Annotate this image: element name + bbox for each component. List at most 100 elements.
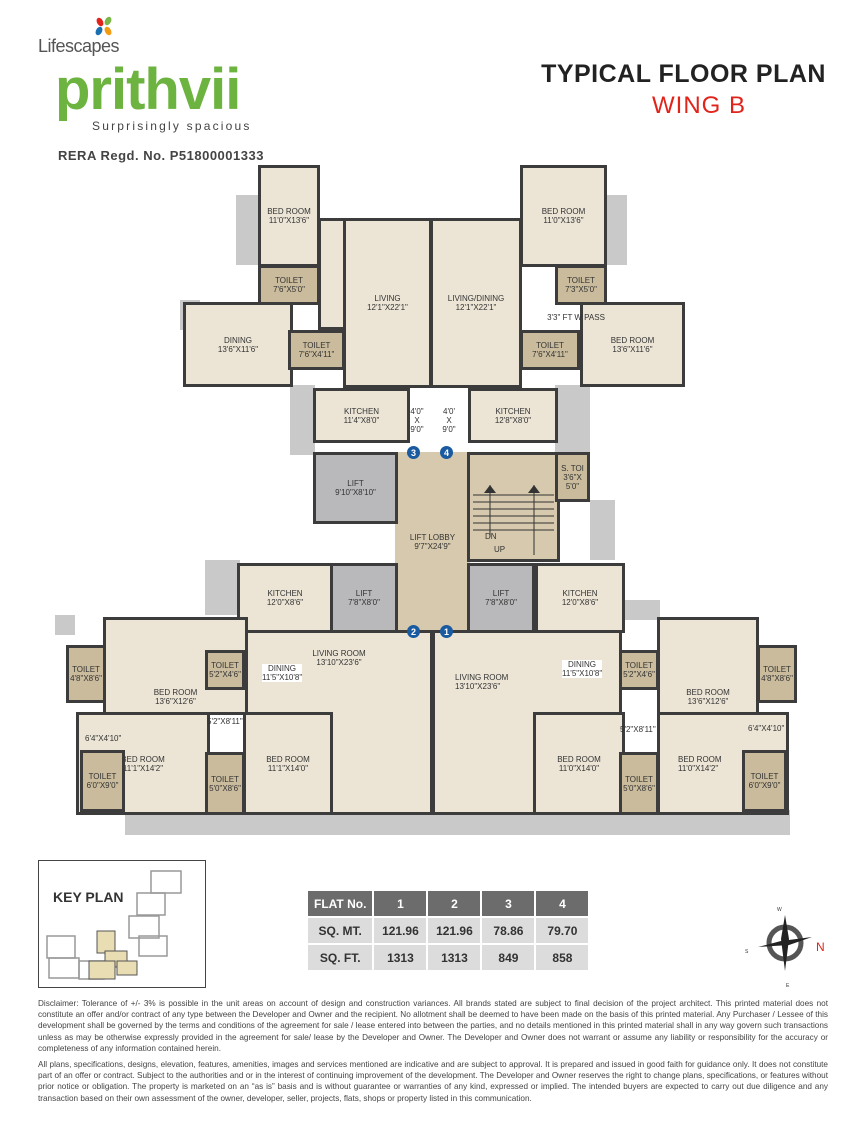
- duct-slab: [620, 600, 660, 620]
- room-name: TOILET: [763, 665, 791, 674]
- room-name: LIFT: [355, 589, 373, 598]
- flat2-passage-dim: 5'2"X8'11": [207, 717, 243, 726]
- table-cell: 79.70: [534, 916, 591, 945]
- room-dim: 13'10"X23'6": [316, 658, 362, 667]
- room-name: KITCHEN: [562, 589, 598, 598]
- disclaimer: Disclaimer: Tolerance of +/- 3% is possi…: [38, 998, 828, 1109]
- room-dim: 5'2"X4'6": [209, 670, 241, 679]
- room-dim: 13'6"X11'6": [217, 344, 259, 354]
- room-name: BED ROOM: [557, 754, 601, 764]
- room-dim: 7'8"X8'0": [348, 598, 380, 607]
- flat-marker-1: 1: [440, 625, 453, 638]
- page-title: TYPICAL FLOOR PLAN: [541, 60, 826, 88]
- room-dim: 3'6"X: [563, 472, 582, 482]
- room-dim: 13'6"X12'6": [687, 697, 729, 706]
- room-dim: 4'8"X8'6": [70, 674, 102, 683]
- key-plan-diagram: [46, 870, 182, 980]
- room-name: BED ROOM: [610, 335, 655, 345]
- room-dim: 11'0"X14'2": [678, 763, 719, 773]
- room-dim: 12'1"X22'1": [455, 303, 497, 312]
- table-cell: 849: [480, 943, 537, 972]
- table-cell: 121.96: [372, 916, 429, 945]
- room-dim: 7'6"X5'0": [273, 285, 305, 294]
- room-dim: 5'0": [565, 481, 580, 491]
- duct-slab: [205, 560, 240, 615]
- compass: W S E N: [745, 905, 830, 995]
- room-dim: 12'8"X8'0": [494, 415, 532, 425]
- brand-logo: prithvii: [55, 57, 241, 122]
- room-dim: 6'0"X9'0": [86, 781, 119, 790]
- room-dim: 6'0"X9'0": [748, 781, 781, 790]
- room-dim: 5'2"X4'6": [623, 670, 655, 679]
- table-cell: 78.86: [480, 916, 537, 945]
- room-dim: 11'0"X14'0": [558, 763, 600, 773]
- room-name: DINING: [224, 335, 252, 345]
- room-name: TOILET: [72, 665, 100, 674]
- room-dim: 7'6"X4'11": [298, 350, 335, 359]
- room-dim: 9'7"X24'9": [414, 542, 451, 551]
- compass-rose-icon: [758, 915, 812, 971]
- room-name: TOILET: [750, 772, 779, 781]
- room-name: KITCHEN: [343, 406, 380, 416]
- flat1-dress-dim: 6'4"X4'10": [748, 724, 785, 733]
- table-cell: 1313: [372, 943, 429, 972]
- table-cell: SQ. MT.: [305, 916, 375, 945]
- area-table: FLAT No. 1 2 3 4 SQ. MT. 121.96 121.96 7…: [305, 889, 591, 972]
- room-dim: 12'0"X8'6": [561, 598, 599, 607]
- balcony-slab: [236, 195, 262, 265]
- table-cell: 121.96: [426, 916, 483, 945]
- room-name: LIVING: [374, 294, 401, 303]
- room-name: LIVING ROOM: [312, 649, 366, 658]
- room-dim: 12'1"X22'1": [367, 303, 408, 312]
- room-dim: 5'0"X8'6": [623, 783, 655, 793]
- room-dim: 7'3"X5'0": [565, 285, 597, 294]
- room-dim: 12'0"X8'6": [266, 598, 304, 607]
- flat3-living-annex: [318, 218, 346, 330]
- room-name: TOILET: [625, 661, 653, 670]
- table-cell: 1313: [426, 943, 483, 972]
- key-plan-title: KEY PLAN: [53, 889, 124, 905]
- flat-marker-2: 2: [407, 625, 420, 638]
- table-cell: SQ. FT.: [305, 943, 375, 972]
- wing-subtitle: WING B: [652, 92, 746, 119]
- room-name: BED ROOM: [686, 688, 730, 697]
- logo-petals-icon: [95, 16, 112, 36]
- room-dim: 11'4"X8'0": [343, 415, 380, 425]
- duct-slab: [290, 385, 315, 455]
- room-dim: 11'1"X14'2": [122, 763, 164, 773]
- room-name: LIVING ROOM: [455, 673, 509, 682]
- room-dim: 11'0"X13'6": [268, 216, 310, 225]
- room-dim: 13'6"X11'6": [612, 344, 653, 354]
- table-row: SQ. MT. 121.96 121.96 78.86 79.70: [305, 916, 591, 945]
- table-header: 2: [426, 889, 483, 918]
- room-name: BED ROOM: [121, 754, 165, 764]
- staircase: DN UP: [467, 452, 560, 562]
- room-dim: 11'0"X13'6": [543, 216, 584, 225]
- room-name: TOILET: [567, 276, 595, 285]
